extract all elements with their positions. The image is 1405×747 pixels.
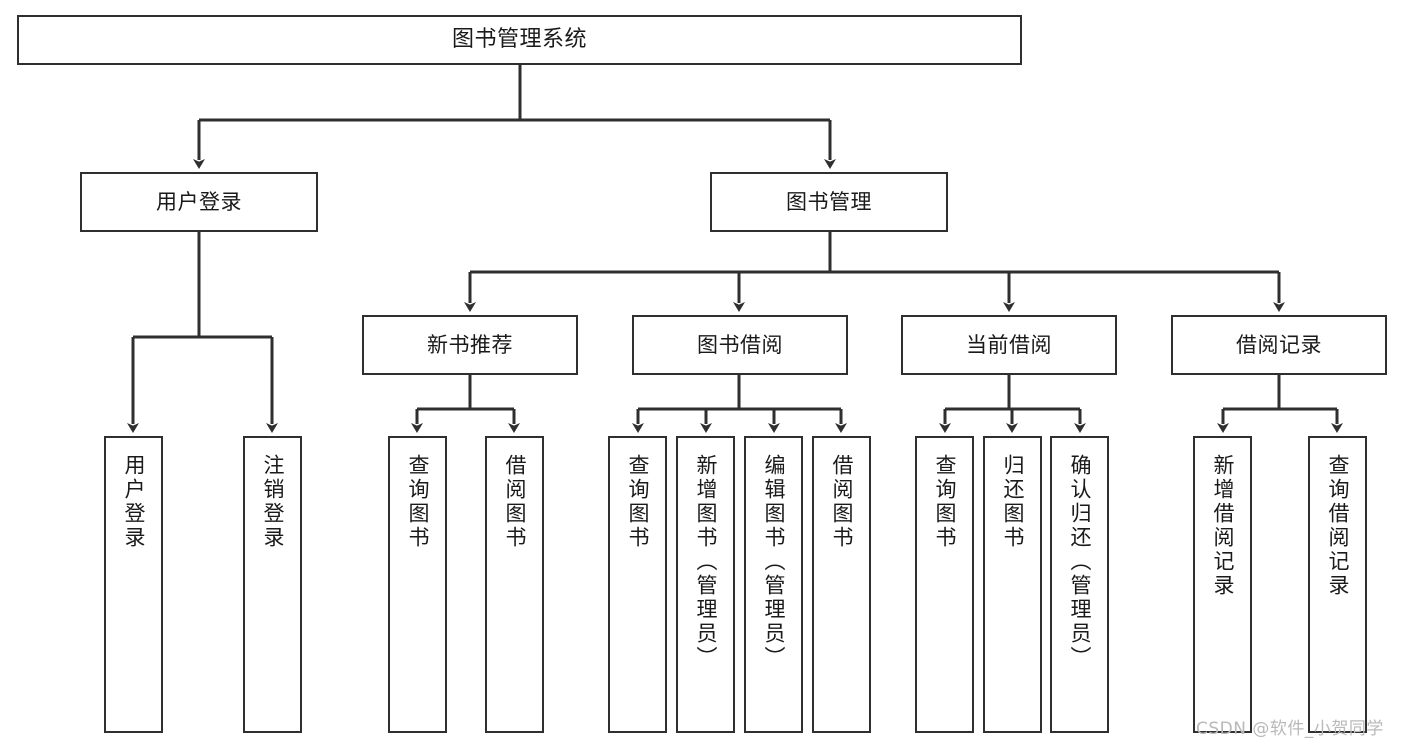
node-book-management[interactable]: 图书管理 [710,172,948,232]
node-user-login[interactable]: 用户登录 [80,172,318,232]
node-label: 新书推荐 [427,332,513,357]
node-root-system[interactable]: 图书管理系统 [17,15,1022,65]
leaf-return-book[interactable]: 归还图书 [983,436,1042,733]
node-label: 确认归还（管理员） [1068,454,1092,670]
leaf-confirm-return-admin[interactable]: 确认归还（管理员） [1050,436,1109,733]
leaf-logout[interactable]: 注销登录 [243,436,302,733]
node-label: 注销登录 [261,454,285,550]
leaf-query-book-current[interactable]: 查询图书 [915,436,974,733]
node-new-book-recommend[interactable]: 新书推荐 [362,315,578,375]
leaf-add-borrow-record[interactable]: 新增借阅记录 [1193,436,1252,733]
leaf-user-login[interactable]: 用户登录 [104,436,163,733]
leaf-add-book-admin[interactable]: 新增图书（管理员） [676,436,735,733]
leaf-edit-book-admin[interactable]: 编辑图书（管理员） [744,436,803,733]
node-label: 编辑图书（管理员） [762,454,786,670]
node-book-borrow[interactable]: 图书借阅 [632,315,848,375]
node-current-borrow[interactable]: 当前借阅 [901,315,1117,375]
node-label: 查询图书 [626,454,650,550]
node-label: 查询图书 [933,454,957,550]
leaf-query-book-borrow[interactable]: 查询图书 [608,436,667,733]
leaf-borrow-book[interactable]: 借阅图书 [812,436,871,733]
node-label: 借阅图书 [830,454,854,550]
node-label: 新增借阅记录 [1211,454,1235,598]
node-label: 用户登录 [122,454,146,550]
node-label: 图书管理系统 [451,27,587,53]
node-borrow-record[interactable]: 借阅记录 [1171,315,1387,375]
node-label: 图书管理 [786,189,872,214]
node-label: 借阅记录 [1236,332,1322,357]
node-label: 借阅图书 [503,454,527,550]
leaf-borrow-book-new[interactable]: 借阅图书 [485,436,544,733]
node-label: 新增图书（管理员） [694,454,718,670]
node-label: 用户登录 [156,189,242,214]
leaf-query-book-new[interactable]: 查询图书 [388,436,447,733]
leaf-query-borrow-record[interactable]: 查询借阅记录 [1308,436,1367,733]
csdn-watermark: CSDN @软件_小贺同学 [1196,719,1384,739]
node-label: 归还图书 [1001,454,1025,550]
node-label: 图书借阅 [697,332,783,357]
node-label: 查询借阅记录 [1326,454,1350,598]
node-label: 查询图书 [406,454,430,550]
node-label: 当前借阅 [966,332,1052,357]
